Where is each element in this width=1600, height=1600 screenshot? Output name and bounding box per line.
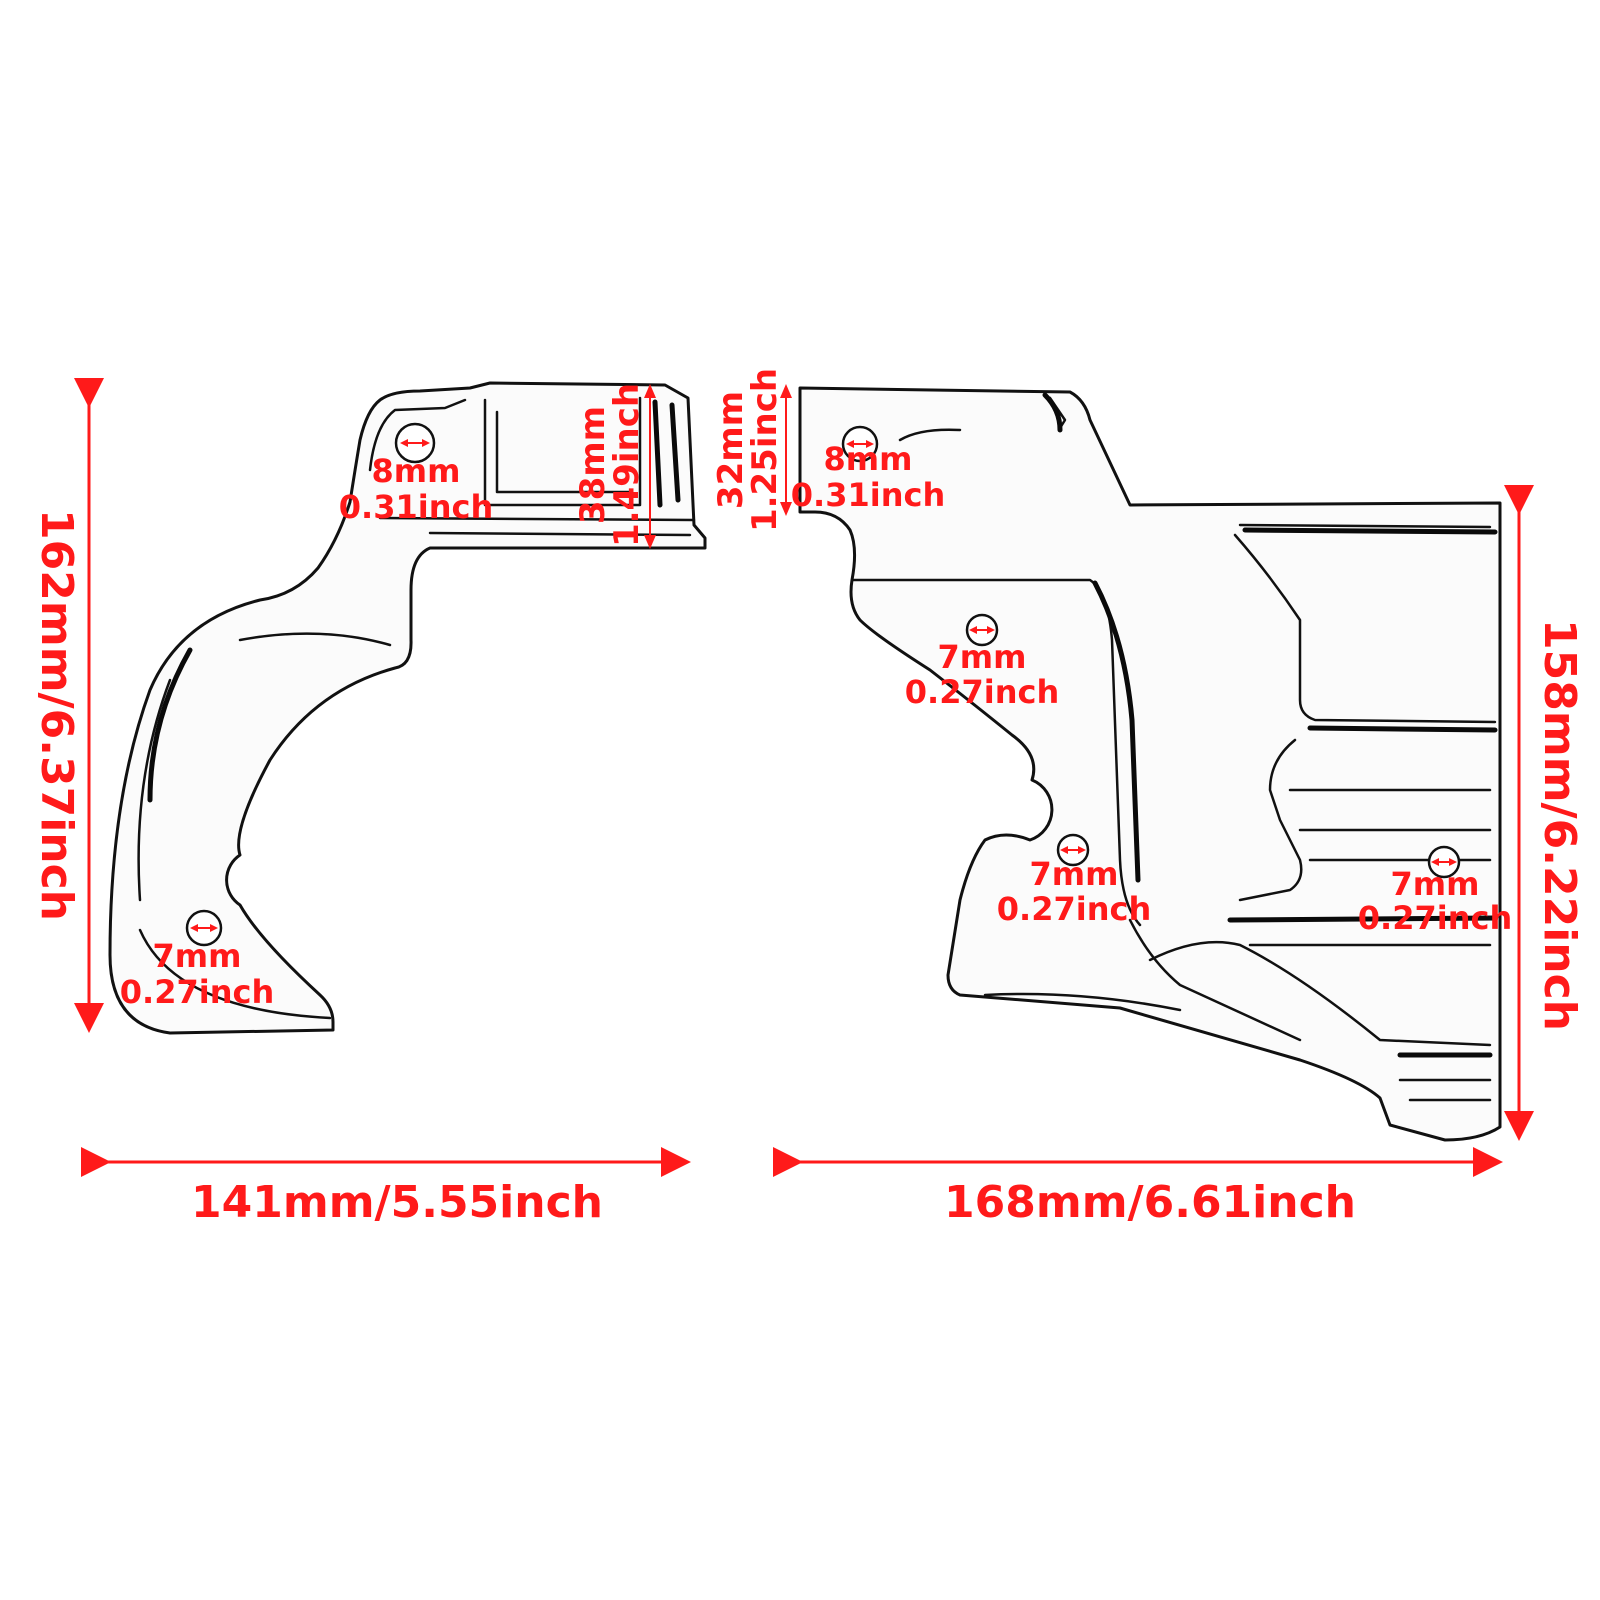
right-height-label: 158mm/6.22inch [1534, 619, 1585, 1031]
right-top-hole-mm-label: 8mm [824, 440, 913, 478]
dimension-lines [74, 378, 1534, 1177]
right-tab-inch-label: 1.25inch [745, 368, 785, 532]
right-lower-hole-mm-label: 7mm [1030, 855, 1119, 893]
left-top-hole-mm-label: 8mm [372, 452, 461, 490]
left-tab-mm-label: 38mm [573, 406, 613, 524]
left-bottom-hole-inch-label: 0.27inch [120, 973, 274, 1011]
left-bottom-hole-mm-label: 7mm [153, 937, 242, 975]
right-part-outline [798, 386, 1502, 1142]
right-tab-mm-label: 32mm [711, 391, 751, 509]
left-height-label: 162mm/6.37inch [31, 509, 82, 921]
left-top-hole-inch-label: 0.31inch [339, 488, 493, 526]
left-tab-inch-label: 1.49inch [607, 383, 647, 547]
right-right-hole-mm-label: 7mm [1391, 865, 1480, 903]
right-width-label: 168mm/6.61inch [944, 1177, 1356, 1228]
left-width-label: 141mm/5.55inch [191, 1177, 603, 1228]
right-middle-hole-mm-label: 7mm [938, 638, 1027, 676]
left-part-outline [108, 381, 707, 1035]
right-middle-hole-inch-label: 0.27inch [905, 673, 1059, 711]
right-cover-part [798, 386, 1502, 1142]
right-right-hole-inch-label: 0.27inch [1358, 899, 1512, 937]
hole-diameter-markers [190, 439, 1457, 932]
right-lower-hole-inch-label: 0.27inch [997, 890, 1151, 928]
right-top-hole-inch-label: 0.31inch [791, 476, 945, 514]
